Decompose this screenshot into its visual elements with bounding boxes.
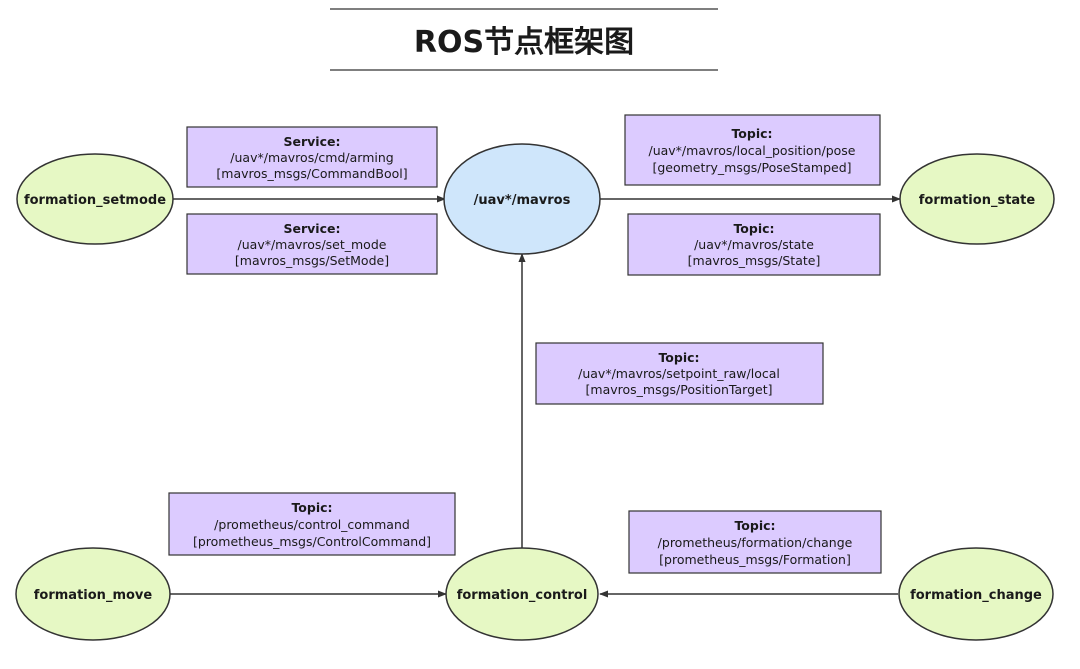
label-state-box bbox=[627, 213, 881, 276]
node-formation-control-shape bbox=[445, 547, 599, 641]
label-arming-kind: Service: bbox=[284, 134, 341, 149]
node-formation-setmode: formation_setmode bbox=[16, 153, 174, 245]
label-setpoint-topic: Topic: /uav*/mavros/setpoint_raw/local [… bbox=[535, 342, 824, 405]
label-set-mode-type: [mavros_msgs/SetMode] bbox=[235, 253, 389, 268]
label-formation-change-topic: Topic: /prometheus/formation/change [pro… bbox=[628, 510, 882, 574]
node-mavros-label: /uav*/mavros bbox=[474, 193, 571, 208]
label-local-pose-box bbox=[624, 114, 881, 186]
node-mavros-shape bbox=[443, 143, 601, 255]
label-set-mode-service: Service: /uav*/mavros/set_mode [mavros_m… bbox=[186, 213, 438, 275]
node-formation-move-label: formation_move bbox=[34, 588, 153, 603]
node-formation-control: formation_control bbox=[445, 547, 599, 641]
label-control-command-topic: Topic: /prometheus/control_command [prom… bbox=[168, 492, 456, 556]
label-control-command-kind: Topic: bbox=[291, 500, 332, 515]
node-formation-setmode-label: formation_setmode bbox=[24, 193, 166, 208]
label-local-pose-type: [geometry_msgs/PoseStamped] bbox=[652, 160, 851, 175]
label-control-command-type: [prometheus_msgs/ControlCommand] bbox=[193, 534, 431, 549]
node-formation-move: formation_move bbox=[15, 547, 171, 641]
label-local-pose-kind: Topic: bbox=[731, 126, 772, 141]
label-state-topic: Topic: /uav*/mavros/state [mavros_msgs/S… bbox=[627, 213, 881, 276]
node-formation-move-shape bbox=[15, 547, 171, 641]
node-formation-change-shape bbox=[898, 547, 1054, 641]
label-arming-box bbox=[186, 126, 438, 188]
node-formation-change-label: formation_change bbox=[910, 588, 1042, 603]
label-set-mode-name: /uav*/mavros/set_mode bbox=[238, 237, 387, 252]
label-local-pose-name: /uav*/mavros/local_position/pose bbox=[648, 143, 855, 158]
label-set-mode-box bbox=[186, 213, 438, 275]
label-formation-change-type: [prometheus_msgs/Formation] bbox=[659, 552, 851, 567]
label-setpoint-box bbox=[535, 342, 824, 405]
page-title: ROS节点框架图 bbox=[414, 25, 634, 60]
node-formation-control-label: formation_control bbox=[457, 588, 588, 603]
label-formation-change-box bbox=[628, 510, 882, 574]
label-setpoint-kind: Topic: bbox=[658, 350, 699, 365]
label-set-mode-kind: Service: bbox=[284, 221, 341, 236]
label-control-command-box bbox=[168, 492, 456, 556]
node-formation-state: formation_state bbox=[899, 153, 1055, 245]
label-arming-type: [mavros_msgs/CommandBool] bbox=[216, 166, 407, 181]
label-setpoint-name: /uav*/mavros/setpoint_raw/local bbox=[578, 366, 780, 381]
label-local-pose-topic: Topic: /uav*/mavros/local_position/pose … bbox=[624, 114, 881, 186]
label-state-kind: Topic: bbox=[733, 221, 774, 236]
label-arming-name: /uav*/mavros/cmd/arming bbox=[230, 150, 393, 165]
node-formation-change: formation_change bbox=[898, 547, 1054, 641]
node-formation-state-label: formation_state bbox=[919, 193, 1036, 208]
node-formation-state-shape bbox=[899, 153, 1055, 245]
label-arming-service: Service: /uav*/mavros/cmd/arming [mavros… bbox=[186, 126, 438, 188]
label-formation-change-name: /prometheus/formation/change bbox=[658, 535, 853, 550]
label-state-name: /uav*/mavros/state bbox=[694, 237, 814, 252]
label-formation-change-kind: Topic: bbox=[734, 518, 775, 533]
node-formation-setmode-shape bbox=[16, 153, 174, 245]
label-control-command-name: /prometheus/control_command bbox=[214, 517, 410, 532]
node-mavros: /uav*/mavros bbox=[443, 143, 601, 255]
label-setpoint-type: [mavros_msgs/PositionTarget] bbox=[586, 382, 773, 397]
label-state-type: [mavros_msgs/State] bbox=[688, 253, 821, 268]
